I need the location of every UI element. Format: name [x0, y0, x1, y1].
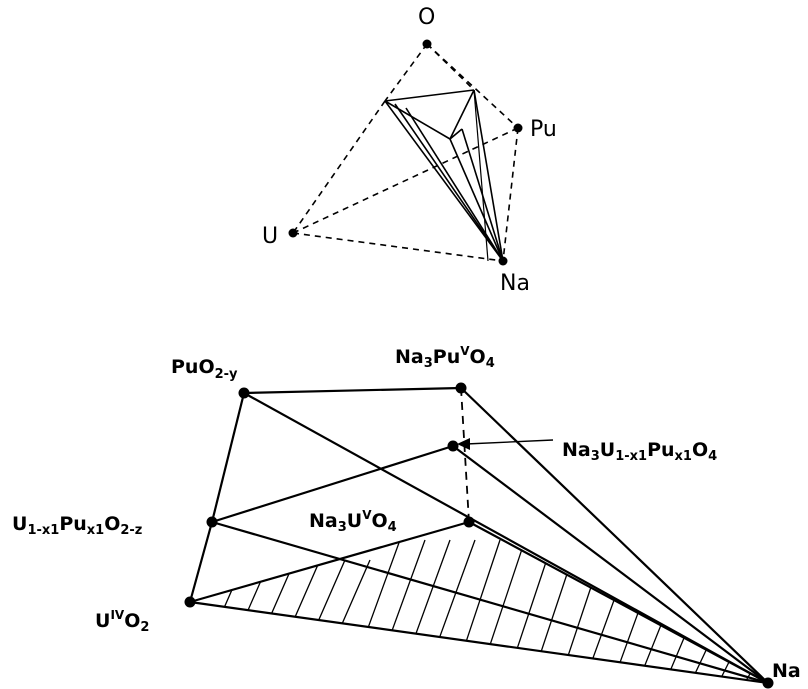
pointer-arrow [457, 438, 554, 450]
label-na3uvo4: Na3UVO4 [309, 508, 397, 535]
label-uivo2: UIVO2 [95, 608, 149, 635]
vertex-label-u: U [262, 224, 278, 249]
bottom-vertex-dots [184, 382, 774, 689]
hatched-face [209, 539, 768, 683]
bottom-edges [188, 386, 769, 685]
label-puo2-y: PuO2-y [171, 356, 238, 382]
vertex-label-pu: Pu [530, 117, 557, 142]
label-na3puvo4: Na3PuVO4 [395, 344, 495, 371]
label-u1-x1pux1o2-z: U1-x1Pux1O2-z [12, 513, 142, 538]
label-na: Na [772, 660, 801, 682]
top-vertex-dots [288, 39, 523, 266]
vertex-label-na: Na [500, 271, 530, 296]
vertex-label-o: O [418, 5, 435, 30]
label-na3u1-x1pux1o4: Na3U1-x1Pux1O4 [562, 439, 717, 464]
top-tetrahedron [292, 43, 519, 262]
